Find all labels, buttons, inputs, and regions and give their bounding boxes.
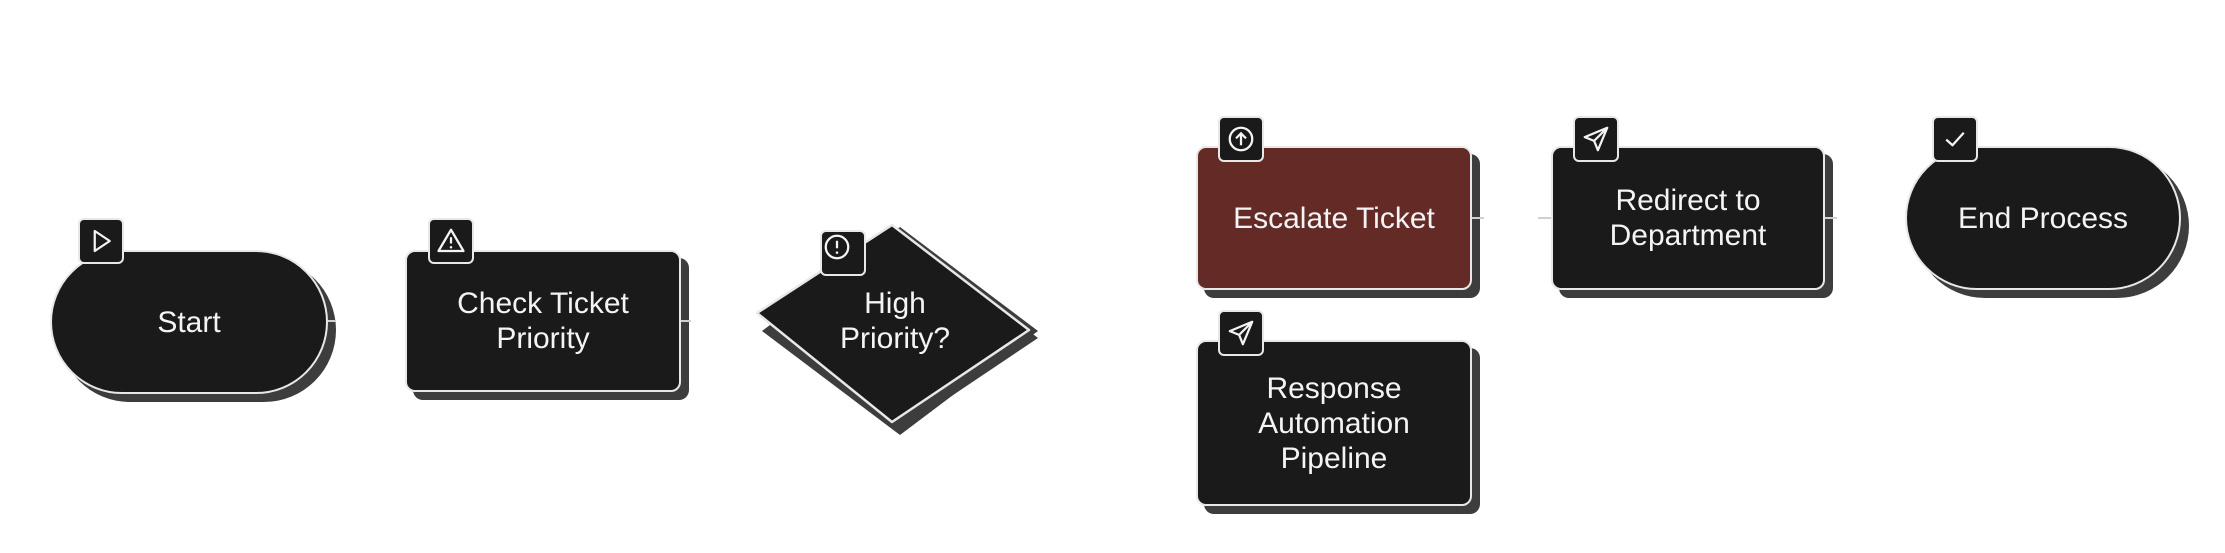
connector-stub [1472, 217, 1484, 219]
connector-stub [1825, 217, 1837, 219]
redirect-department-node[interactable]: Redirect to Department [1551, 116, 1833, 298]
check-priority-label: Check Ticket Priority [457, 287, 629, 355]
response-pipeline-node[interactable]: Response Automation Pipeline [1196, 310, 1480, 514]
high-priority-label-line2: Priority? [839, 322, 951, 355]
check-icon [1932, 116, 1978, 162]
start-label: Start [157, 305, 221, 339]
check-priority-node[interactable]: Check Ticket Priority [405, 218, 689, 400]
start-node[interactable]: Start [50, 218, 336, 402]
high-priority-decision-node[interactable]: High Priority? [755, 218, 1038, 435]
high-priority-label-line1: High [864, 287, 926, 320]
connector-stub [328, 320, 336, 322]
play-icon [78, 218, 124, 264]
send-icon [1573, 116, 1619, 162]
redirect-department-label: Redirect to Department [1609, 184, 1767, 252]
response-pipeline-label: Response Automation Pipeline [1258, 371, 1410, 475]
end-process-node[interactable]: End Process [1905, 116, 2189, 298]
connector-stub [1538, 217, 1551, 219]
end-process-label: End Process [1957, 201, 2129, 235]
send-icon [1218, 310, 1264, 356]
connector-stub [681, 320, 691, 322]
alert-circle-icon [820, 230, 866, 276]
escalate-ticket-node[interactable]: Escalate Ticket [1196, 116, 1480, 298]
arrow-up-circle-icon [1218, 116, 1264, 162]
escalate-ticket-label: Escalate Ticket [1233, 201, 1435, 235]
warning-triangle-icon [428, 218, 474, 264]
